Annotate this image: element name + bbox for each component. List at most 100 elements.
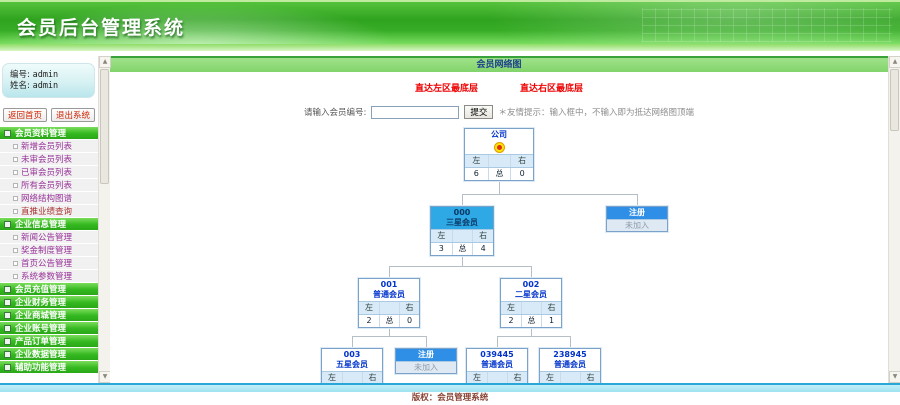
user-id-row: 编号: admin — [10, 70, 59, 80]
tree-node-039445[interactable]: 039445 普通会员 左右 总 — [466, 348, 528, 383]
member-id-input[interactable] — [371, 105, 460, 119]
menu-item-system-params[interactable]: 系统参数管理 — [0, 270, 98, 283]
bullet-icon — [13, 169, 18, 175]
bullet-icon — [13, 195, 18, 201]
node-heading: 039445 普通会员 — [480, 350, 514, 369]
bullet-icon — [13, 182, 18, 188]
menu-item-reviewed-members[interactable]: 已审会员列表 — [0, 166, 98, 179]
copyright-text: 版权：会员管理系统 — [411, 393, 489, 403]
network-diagram-area: 直达左区最底层 直达右区最底层 请输入会员编号: 提交 ＊友情提示：输入框中，不… — [110, 72, 888, 383]
main-scrollbar[interactable]: ▲ ▼ — [888, 56, 900, 383]
bullet-icon — [13, 234, 18, 240]
menu-group-auxiliary[interactable]: 辅助功能管理 — [0, 361, 98, 374]
menu-item-bonus-system[interactable]: 奖金制度管理 — [0, 244, 98, 257]
sidebar-scrollbar[interactable]: ▲ ▼ — [98, 56, 111, 383]
logout-button[interactable]: 退出系统 — [50, 108, 95, 122]
tree-line — [426, 336, 427, 348]
tree-line — [389, 322, 390, 336]
bullet-icon — [13, 260, 18, 266]
scroll-up-icon[interactable]: ▲ — [99, 56, 111, 68]
jump-left-bottom-link[interactable]: 直达左区最底层 — [414, 84, 478, 94]
tree-line — [497, 336, 498, 348]
jump-right-bottom-link[interactable]: 直达右区最底层 — [520, 84, 584, 94]
user-id-value: admin — [32, 70, 59, 80]
menu-item-new-members[interactable]: 新增会员列表 — [0, 140, 98, 153]
menu-item-direct-performance[interactable]: 直推业绩查询 — [0, 205, 98, 218]
company-title: 公司 — [491, 130, 507, 139]
node-label-row: 左右 — [465, 154, 533, 167]
footer: 版权：会员管理系统 — [0, 383, 900, 405]
menu-group-accounts[interactable]: 企业账号管理 — [0, 322, 98, 335]
tree-line — [637, 194, 638, 206]
main-scrollbar-thumb[interactable] — [890, 69, 899, 131]
total-link[interactable]: 总 — [487, 168, 511, 180]
app-header: 会员后台管理系统 — [0, 0, 900, 44]
not-joined-status: 未加入 — [396, 361, 456, 373]
tree-node-003[interactable]: 003 五星会员 左右 总 — [321, 348, 383, 383]
footer-band — [0, 385, 900, 392]
menu-item-unreviewed-members[interactable]: 未审会员列表 — [0, 153, 98, 166]
node-heading: 003 五星会员 — [336, 350, 368, 369]
tree-line — [389, 266, 390, 278]
sidebar-menu: 会员资料管理 新增会员列表 未审会员列表 已审会员列表 所有会员列表 网络结构图… — [0, 127, 98, 374]
user-name-value: admin — [32, 81, 59, 91]
register-link[interactable]: 注册 — [396, 349, 456, 361]
menu-group-mall[interactable]: 企业商城管理 — [0, 309, 98, 322]
main-panel: 会员网络图 直达左区最底层 直达右区最底层 请输入会员编号: 提交 ＊友情提示：… — [110, 56, 888, 383]
tree-line — [462, 194, 463, 206]
menu-group-finance[interactable]: 企业财务管理 — [0, 296, 98, 309]
jump-links: 直达左区最底层 直达右区最底层 — [110, 81, 888, 94]
node-label-row: 左右 — [501, 301, 561, 314]
tree-line — [499, 174, 500, 194]
smiley-icon — [493, 142, 505, 153]
node-heading: 238945 普通会员 — [553, 350, 587, 369]
tree-node-238945[interactable]: 238945 普通会员 左右 总 — [539, 348, 601, 383]
total-link[interactable]: 总 — [379, 315, 399, 327]
window-icon — [4, 337, 11, 345]
tree-node-register[interactable]: 注册 未加入 — [606, 206, 668, 232]
menu-item-news[interactable]: 新闻公告管理 — [0, 231, 98, 244]
tree-line — [531, 322, 532, 336]
menu-item-homepage-notice[interactable]: 首页公告管理 — [0, 257, 98, 270]
bullet-icon — [13, 208, 18, 214]
menu-group-orders[interactable]: 产品订单管理 — [0, 335, 98, 348]
menu-group-data[interactable]: 企业数据管理 — [0, 348, 98, 361]
search-hint: ＊友情提示：输入框中，不输入即为抵达网络图顶端 — [498, 108, 694, 118]
bullet-icon — [13, 273, 18, 279]
search-label: 请输入会员编号: — [304, 108, 367, 118]
total-link[interactable]: 总 — [451, 243, 473, 255]
scroll-up-icon[interactable]: ▲ — [889, 56, 900, 68]
register-link[interactable]: 注册 — [607, 207, 667, 219]
menu-item-network-diagram[interactable]: 网络结构图谱 — [0, 192, 98, 205]
window-icon — [4, 363, 11, 371]
tree-line — [462, 252, 463, 266]
menu-item-all-members[interactable]: 所有会员列表 — [0, 179, 98, 192]
node-heading: 001 普通会员 — [373, 280, 405, 299]
total-link[interactable]: 总 — [521, 315, 541, 327]
node-heading: 000 三星会员 — [431, 207, 493, 229]
footer-divider — [0, 383, 900, 385]
sidebar-scrollbar-thumb[interactable] — [100, 69, 109, 184]
tree-line — [531, 266, 532, 278]
home-button[interactable]: 返回首页 — [3, 108, 48, 122]
user-info-box: 编号: admin 姓名: admin — [2, 63, 95, 98]
menu-group-member-data[interactable]: 会员资料管理 — [0, 127, 98, 140]
tree-line — [352, 336, 353, 348]
tree-node-register[interactable]: 注册 未加入 — [395, 348, 457, 374]
menu-group-enterprise-info[interactable]: 企业信息管理 — [0, 218, 98, 231]
tree-line — [352, 336, 427, 337]
node-heading: 002 二星会员 — [515, 280, 547, 299]
scroll-down-icon[interactable]: ▼ — [889, 371, 900, 383]
menu-group-recharge[interactable]: 会员充值管理 — [0, 283, 98, 296]
sidebar-buttons: 返回首页 退出系统 — [0, 108, 98, 122]
bullet-icon — [13, 156, 18, 162]
header-decoration-grid — [642, 8, 892, 42]
submit-button[interactable]: 提交 — [464, 105, 494, 119]
